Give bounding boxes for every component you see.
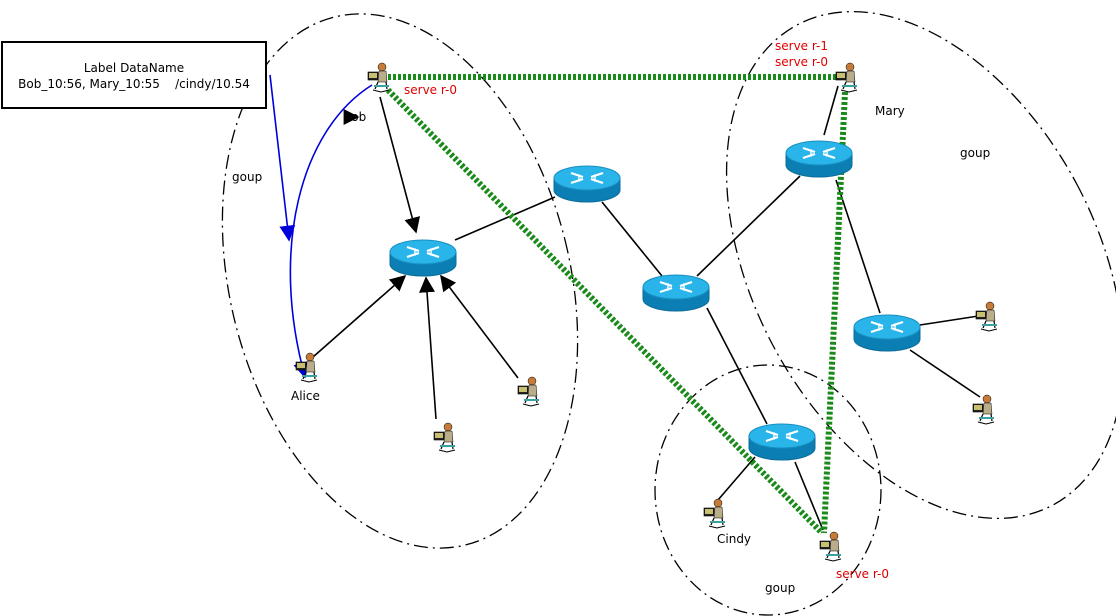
group-ellipse-right — [725, 10, 1116, 520]
person-bob-icon — [367, 62, 390, 93]
green-routes — [385, 74, 848, 536]
group-label-left: goup — [232, 170, 262, 184]
person-far-right-upper-icon — [975, 301, 998, 332]
person-alice-icon — [295, 352, 318, 383]
router-center — [641, 273, 711, 313]
node-label-mary: Mary — [875, 104, 905, 118]
hub-arrows — [312, 96, 519, 420]
person-bottom-left-icon — [433, 422, 456, 453]
info-box: Label DataName Bob_10:56, Mary_10:55 /ci… — [1, 41, 267, 109]
router-bottom — [747, 422, 817, 462]
person-far-right-lower-icon — [972, 394, 995, 425]
person-cindy-icon — [703, 498, 726, 529]
router-right — [852, 313, 922, 353]
router-top-right — [784, 139, 854, 179]
server-label-mary-1: serve r-1 — [775, 39, 828, 53]
server-label-bob: serve r-0 — [404, 83, 457, 97]
group-ellipse-left — [221, 13, 579, 549]
info-box-header: Label DataName — [83, 61, 185, 75]
router-top-center — [552, 164, 622, 204]
blue-links — [269, 74, 373, 379]
info-box-values: Bob_10:56, Mary_10:55 /cindy/10.54 — [18, 77, 250, 91]
group-label-bottom: goup — [765, 581, 795, 595]
server-label-bottom: serve r-0 — [836, 567, 889, 581]
node-label-bob: Bob — [343, 110, 366, 124]
node-label-alice: Alice — [291, 389, 320, 403]
person-mary-icon — [835, 62, 858, 93]
router-hub — [388, 238, 458, 278]
server-label-mary-0: serve r-0 — [775, 55, 828, 69]
group-label-right: goup — [960, 146, 990, 160]
person-bottom-server-icon — [819, 531, 842, 562]
node-label-cindy: Cindy — [717, 532, 751, 546]
person-right-of-hub-icon — [517, 376, 540, 407]
group-ellipse-bottom — [654, 364, 882, 616]
network-links — [454, 85, 986, 531]
